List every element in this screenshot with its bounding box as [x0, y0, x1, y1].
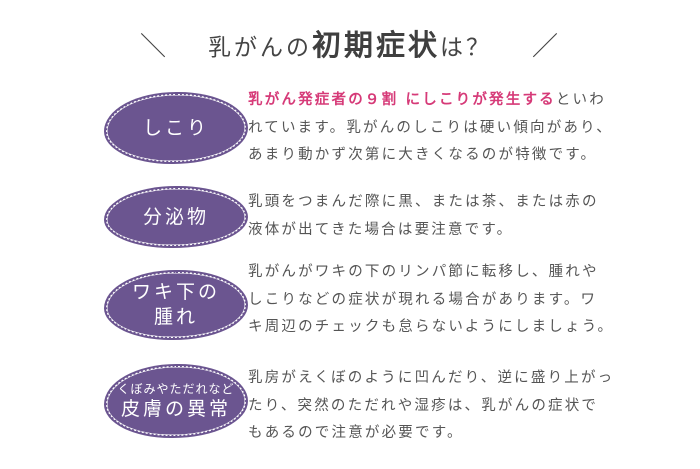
title-emphasis: 初期症状: [311, 28, 440, 62]
description-line: キ周辺のチェックも怠らないようにしましょう。: [248, 319, 615, 335]
symptom-description-armpit-swelling: 乳がんがワキの下のリンパ節に転移し、腫れや しこりなどの症状が現れる場合がありま…: [248, 259, 688, 342]
symptom-badge-discharge: 分泌物: [105, 187, 247, 247]
page-title: 乳がんの初期症状は？: [0, 22, 700, 64]
symptom-description-skin-abnormality: 乳房がえくぼのように凹んだり、逆に盛り上がっ たり、突然のただれや湿疹は、乳がん…: [248, 365, 688, 448]
decorative-slash: ／: [532, 32, 559, 62]
line-text: といわ: [555, 92, 606, 108]
symptom-label: しこり: [142, 116, 209, 139]
title-prefix: 乳がんの: [207, 35, 312, 61]
description-line: 乳頭をつまんだ際に黒、または茶、または赤の: [248, 194, 599, 210]
description-line: もあるので注意が必要です。: [248, 425, 464, 441]
description-line: たり、突然のただれや湿疹は、乳がんの症状で: [248, 397, 599, 414]
symptom-label: 分泌物: [142, 205, 209, 228]
description-line: 乳房がえくぼのように凹んだり、逆に盛り上がっ: [248, 370, 615, 386]
symptom-badge-armpit-swelling: ワキ下の 腫れ: [105, 271, 247, 339]
decorative-backslash: ＼: [140, 32, 167, 62]
title-suffix: は？: [440, 35, 492, 61]
description-line: しこりなどの症状が現れる場合があります。ワ: [248, 291, 598, 308]
symptom-description-discharge: 乳頭をつまんだ際に黒、または茶、または赤の 液体が出てきた場合は要注意です。: [248, 189, 688, 244]
symptom-label: ワキ下の: [131, 281, 220, 303]
symptom-badge-lump: しこり: [105, 93, 247, 163]
symptom-label-line2: 腫れ: [153, 306, 198, 328]
description-line: 乳がん発症者の９割 にしこりが発生するといわ: [248, 87, 688, 115]
description-line: れています。乳がんのしこりは硬い傾向があり、: [248, 119, 613, 136]
symptom-description-lump: 乳がん発症者の９割 にしこりが発生するといわ れています。乳がんのしこりは硬い傾…: [248, 87, 688, 170]
symptom-sublabel: くぼみやただれなど: [117, 381, 235, 396]
symptom-label: 皮膚の異常: [120, 397, 231, 420]
highlight-text: 乳がん発症者の９割 にしこりが発生する: [248, 92, 556, 108]
symptom-badge-skin-abnormality: くぼみやただれなど 皮膚の異常: [105, 365, 247, 437]
description-line: 乳がんがワキの下のリンパ節に転移し、腫れや: [248, 264, 599, 280]
description-line: あまり動かず次第に大きくなるのが特徴です。: [248, 147, 598, 163]
description-line: 液体が出てきた場合は要注意です。: [248, 221, 514, 238]
